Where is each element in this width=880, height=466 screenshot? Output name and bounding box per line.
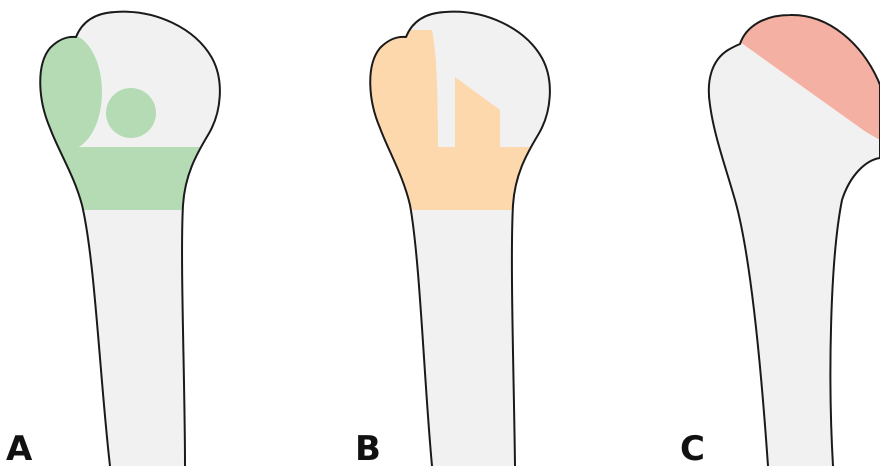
panel-label-c: C: [680, 429, 705, 466]
panel-label-a: A: [6, 429, 33, 466]
greater-tuberosity-region-a: [34, 34, 102, 150]
panel-b: B: [350, 12, 550, 466]
lesser-tuberosity-region-a: [106, 88, 156, 138]
panel-label-b: B: [355, 429, 381, 466]
panel-a: A: [6, 12, 220, 466]
panel-c: C: [680, 0, 880, 466]
